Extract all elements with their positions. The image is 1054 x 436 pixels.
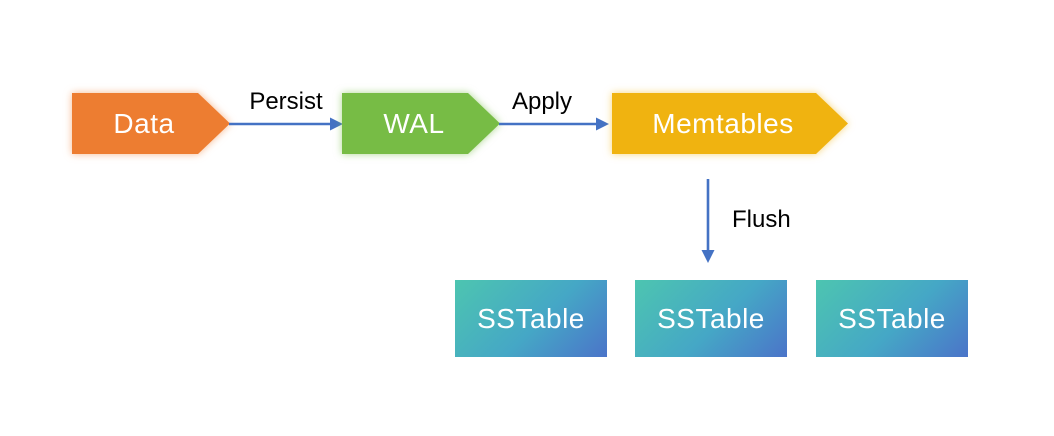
memtables-node-label: Memtables [652,107,794,139]
sstable-node-3-label: SSTable [838,302,946,334]
sstable-node-2: SSTable [635,280,787,357]
wal-node: WAL [342,93,500,154]
persist-edge-label: Persist [249,88,323,115]
sstable-node-2-label: SSTable [657,302,765,334]
sstable-node-1: SSTable [455,280,607,357]
memtables-node-shape: Memtables [612,93,848,154]
wal-node-shape: WAL [342,93,500,154]
apply-arrow-icon [499,117,609,131]
data-node-label: Data [113,107,175,139]
memtables-node: Memtables [612,93,848,154]
sstable-node-3: SSTable [816,280,968,357]
wal-node-label: WAL [383,107,445,139]
apply-edge-label: Apply [511,88,573,115]
data-node-shape: Data [72,93,230,154]
persist-arrow-icon [229,117,343,131]
sstable-node-1-label: SSTable [477,302,585,334]
flush-arrow-icon [701,179,715,263]
data-node: Data [72,93,230,154]
flush-edge-label: Flush [732,206,791,233]
